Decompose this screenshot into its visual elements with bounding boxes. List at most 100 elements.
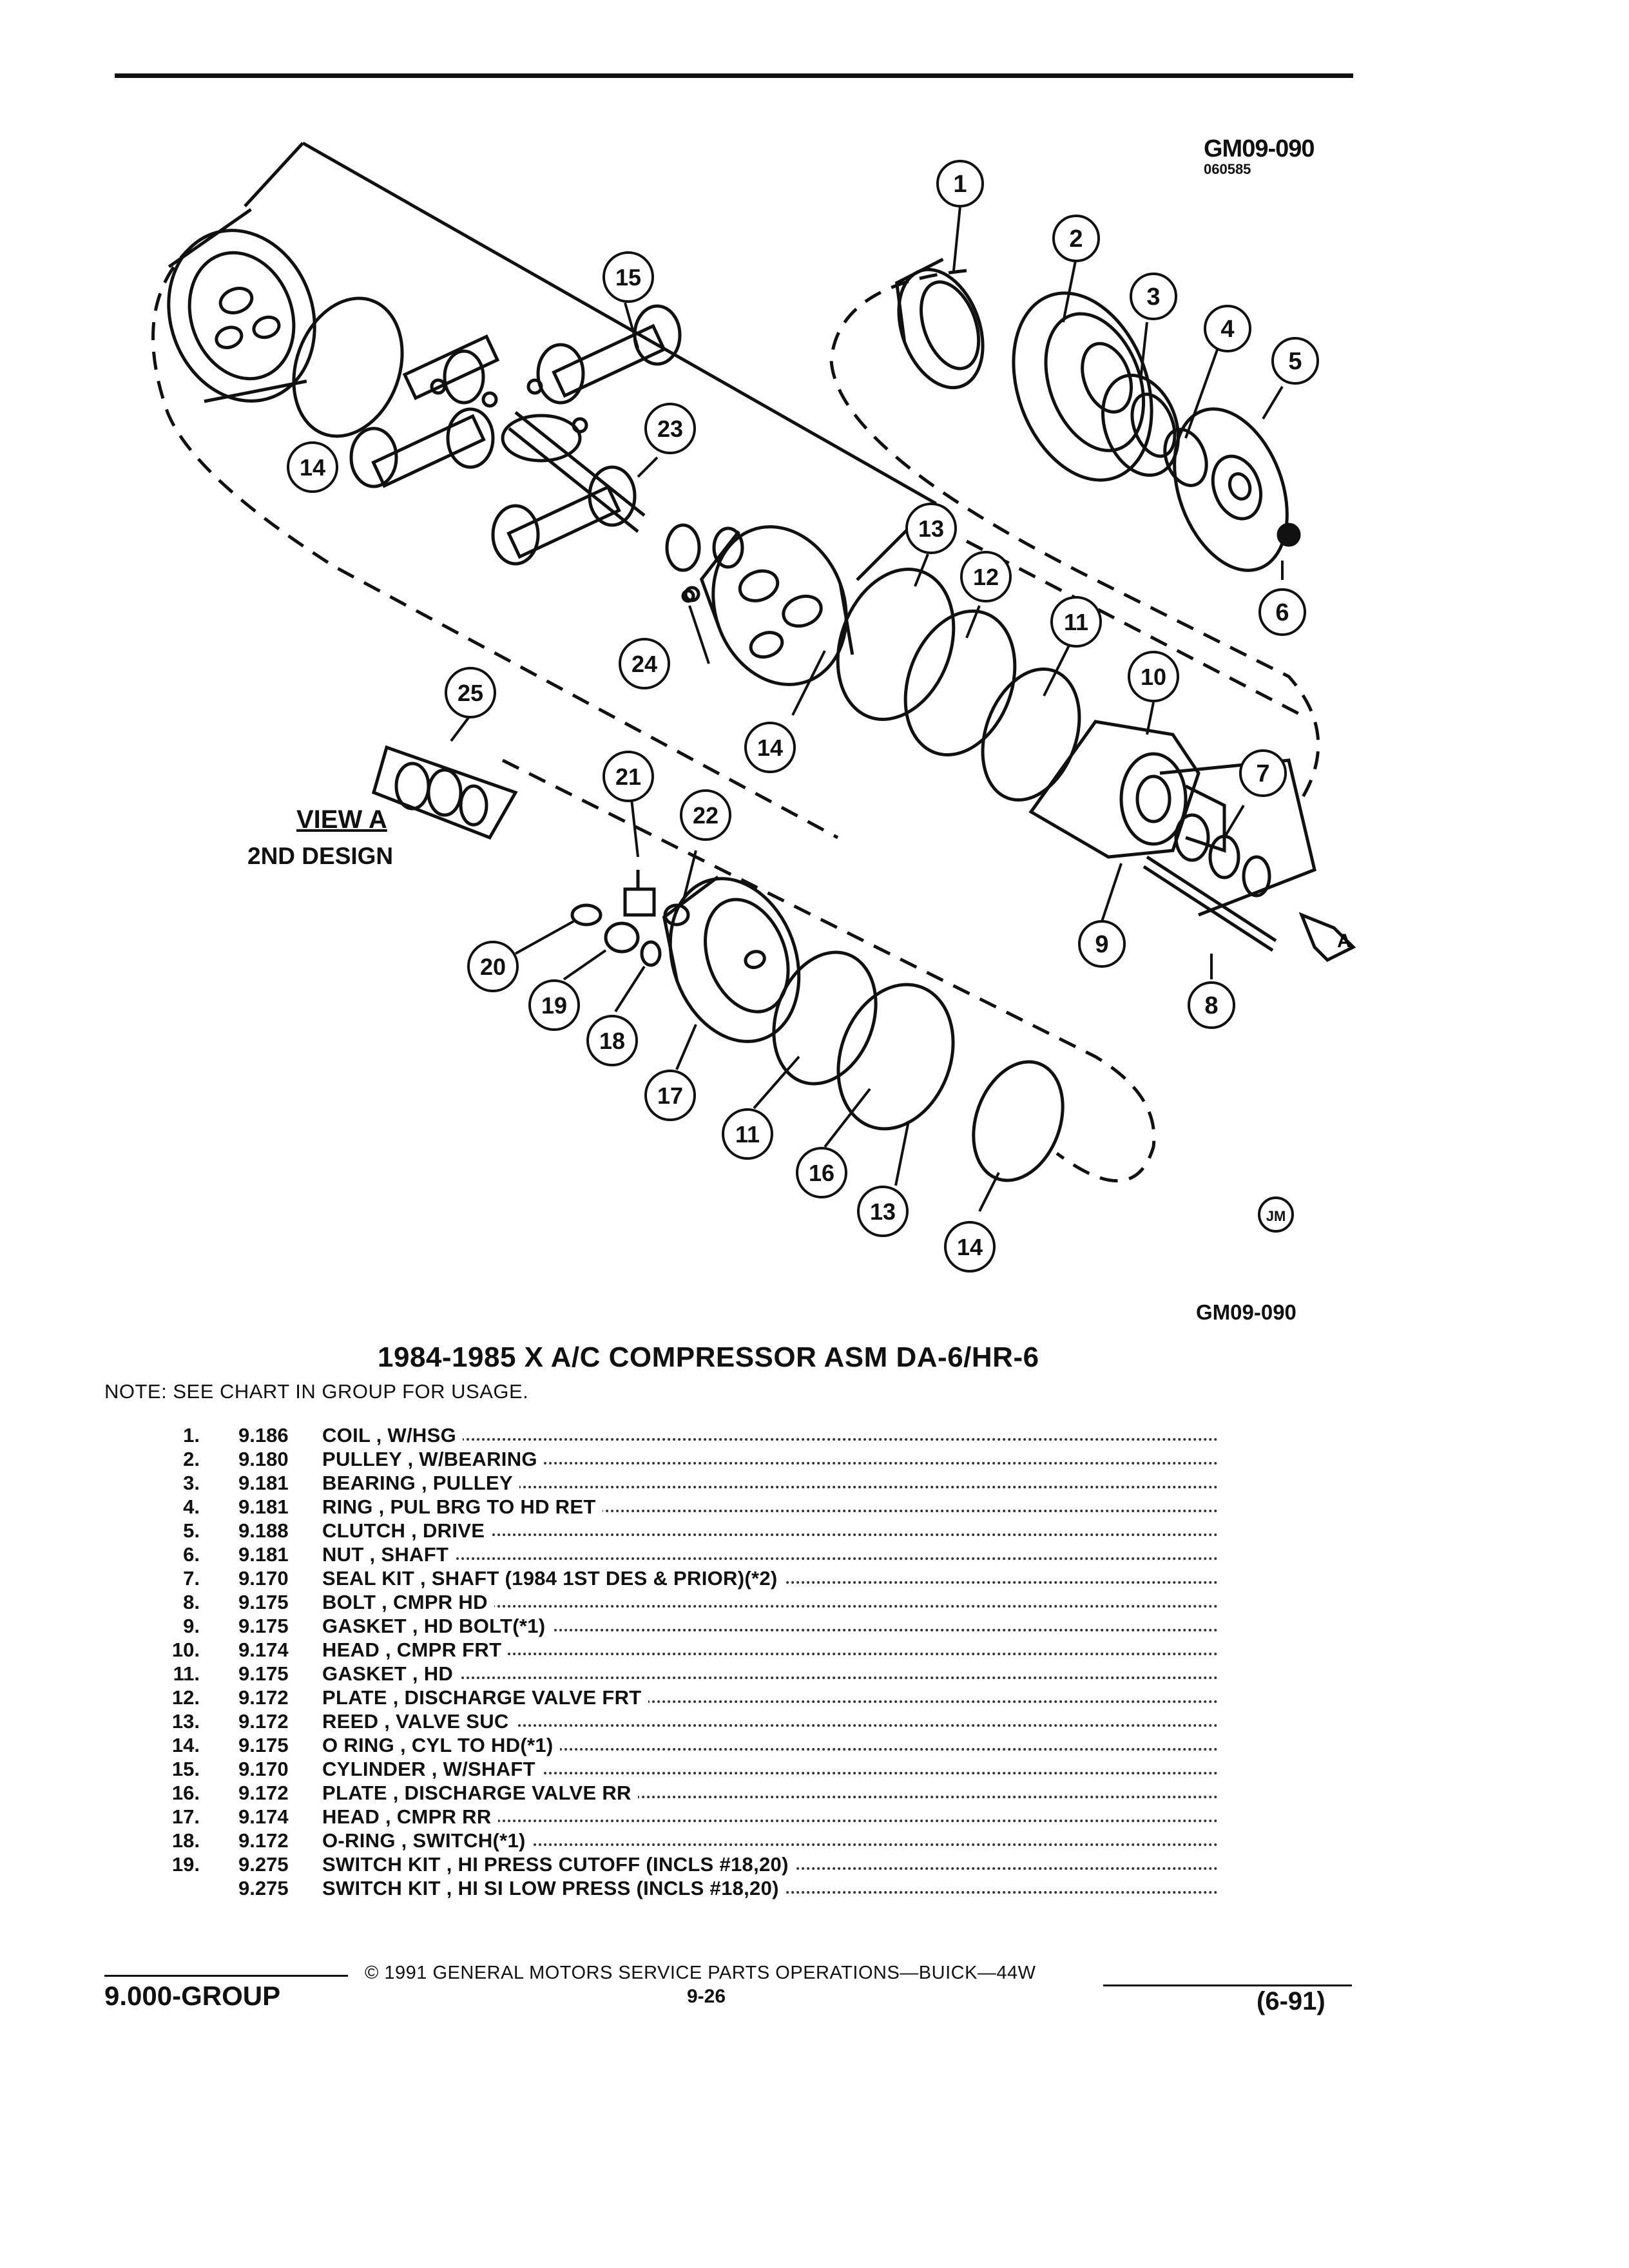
svg-text:8: 8	[1204, 992, 1218, 1019]
part-description-cell: CLUTCH , DRIVE	[322, 1519, 1218, 1542]
svg-text:4: 4	[1220, 316, 1234, 343]
part-number: 2.	[183, 1448, 200, 1470]
part-group-code: 9.175	[238, 1615, 289, 1637]
part-group-code: 9.181	[238, 1495, 289, 1518]
part-number: 17.	[171, 1805, 200, 1828]
plate-12	[903, 610, 1017, 756]
part-description-cell: HEAD , CMPR FRT	[322, 1639, 1218, 1662]
part-row: 9.275 SWITCH KIT , HI SI LOW PRESS (INCLS…	[148, 1877, 1218, 1901]
part-number: 13.	[171, 1710, 200, 1733]
part-description: GASKET , HD	[322, 1662, 460, 1685]
part-description-cell: REED , VALVE SUC	[322, 1710, 1218, 1733]
part-number: 3.	[183, 1472, 200, 1494]
footer-copyright: © 1991 GENERAL MOTORS SERVICE PARTS OPER…	[365, 1963, 1036, 1983]
svg-text:9: 9	[1095, 931, 1108, 958]
svg-text:17: 17	[657, 1082, 683, 1109]
part-description: REED , VALVE SUC	[322, 1710, 516, 1733]
part-description: COIL , W/HSG	[322, 1424, 463, 1446]
leader-dots	[322, 1510, 1218, 1512]
front-head-10	[1028, 720, 1226, 859]
part-number: 10.	[171, 1639, 200, 1661]
svg-text:3: 3	[1146, 284, 1160, 311]
part-group-code: 9.172	[238, 1782, 289, 1804]
callouts: 1 2 3 4 5 6 7 8 9 10 11 12 13 14 15 16 1…	[287, 160, 1319, 1273]
coil-1	[894, 258, 985, 390]
svg-text:13: 13	[918, 515, 944, 542]
part-description: PLATE , DISCHARGE VALVE FRT	[322, 1686, 648, 1709]
part-group-code: 9.172	[238, 1829, 289, 1852]
svg-text:15: 15	[615, 264, 641, 291]
part-number: 15.	[171, 1758, 200, 1780]
part-group-code: 9.170	[238, 1758, 289, 1780]
svg-text:16: 16	[809, 1160, 834, 1186]
part-number: 1.	[183, 1424, 200, 1446]
svg-text:10: 10	[1141, 664, 1166, 690]
footer-page-number: 9-26	[687, 1986, 726, 2007]
leader-dots	[322, 1486, 1218, 1488]
part-description-cell: HEAD , CMPR RR	[322, 1805, 1218, 1829]
part-description-cell: BOLT , CMPR HD	[322, 1591, 1218, 1614]
part-description-cell: BEARING , PULLEY	[322, 1472, 1218, 1495]
part-number: 16.	[171, 1782, 200, 1804]
part-number: 7.	[183, 1567, 200, 1590]
part-group-code: 9.275	[238, 1877, 289, 1899]
callout-6: 6	[1258, 588, 1306, 636]
svg-text:24: 24	[631, 651, 657, 677]
parts-list: 1. 9.186 COIL , W/HSG 2. 9.180 PULLEY , W/BEA…	[148, 1424, 1218, 1901]
part-description: RING , PUL BRG TO HD RET	[322, 1495, 602, 1518]
svg-text:6: 6	[1275, 599, 1289, 626]
callout-13-bottom: 13	[857, 1186, 909, 1237]
part-description-cell: PULLEY , W/BEARING	[322, 1448, 1218, 1471]
top-rule	[115, 73, 1353, 78]
part-number: 18.	[171, 1829, 200, 1852]
part-description: NUT , SHAFT	[322, 1543, 456, 1566]
callout-5: 5	[1271, 337, 1319, 385]
leader-dots	[322, 1748, 1218, 1751]
part-description-cell: O-RING , SWITCH(*1)	[322, 1829, 1218, 1852]
part-number: 9.	[183, 1615, 200, 1637]
bolt-8	[1142, 855, 1277, 952]
callout-7: 7	[1239, 749, 1287, 797]
svg-text:18: 18	[599, 1028, 625, 1054]
part-number: 14.	[171, 1734, 200, 1756]
leader-dots	[322, 1629, 1218, 1631]
callout-8: 8	[1188, 981, 1235, 1029]
piston-group	[349, 304, 682, 566]
leader-dots	[322, 1557, 1218, 1560]
callout-10: 10	[1128, 651, 1179, 702]
part-number: 4.	[183, 1495, 200, 1518]
part-group-code: 9.186	[238, 1424, 289, 1446]
part-row: 2. 9.180 PULLEY , W/BEARING	[148, 1448, 1218, 1472]
footer-rule-left	[104, 1975, 348, 1977]
part-description: SEAL KIT , SHAFT (1984 1ST DES & PRIOR)(…	[322, 1567, 784, 1590]
part-row: 10. 9.174 HEAD , CMPR FRT	[148, 1639, 1218, 1662]
part-group-code: 9.174	[238, 1639, 289, 1661]
svg-text:14: 14	[300, 454, 325, 481]
svg-text:20: 20	[480, 954, 506, 980]
part-group-code: 9.180	[238, 1448, 289, 1470]
figure-id-sub: 060585	[1204, 161, 1251, 177]
part-description: SWITCH KIT , HI SI LOW PRESS (INCLS #18,…	[322, 1877, 786, 1899]
part-number: 8.	[183, 1591, 200, 1613]
callout-22: 22	[680, 789, 731, 841]
part-group-code: 9.181	[238, 1543, 289, 1566]
exploded-diagram: A 1 2 3 4 5 6 7 8 9 10 11 12 13 14 15 16…	[151, 141, 1356, 1273]
leader-dots	[322, 1533, 1218, 1536]
callout-25: 25	[445, 667, 496, 718]
part-description-cell: RING , PUL BRG TO HD RET	[322, 1495, 1218, 1519]
callout-14-bottom: 14	[944, 1221, 996, 1273]
part-group-code: 9.174	[238, 1805, 289, 1828]
part-description: BEARING , PULLEY	[322, 1472, 519, 1494]
part-description-cell: SWITCH KIT , HI SI LOW PRESS (INCLS #18,…	[322, 1877, 1218, 1900]
callout-14-left: 14	[287, 441, 338, 493]
svg-text:11: 11	[1064, 609, 1088, 635]
part-row: 18. 9.172 O-RING , SWITCH(*1)	[148, 1829, 1218, 1853]
